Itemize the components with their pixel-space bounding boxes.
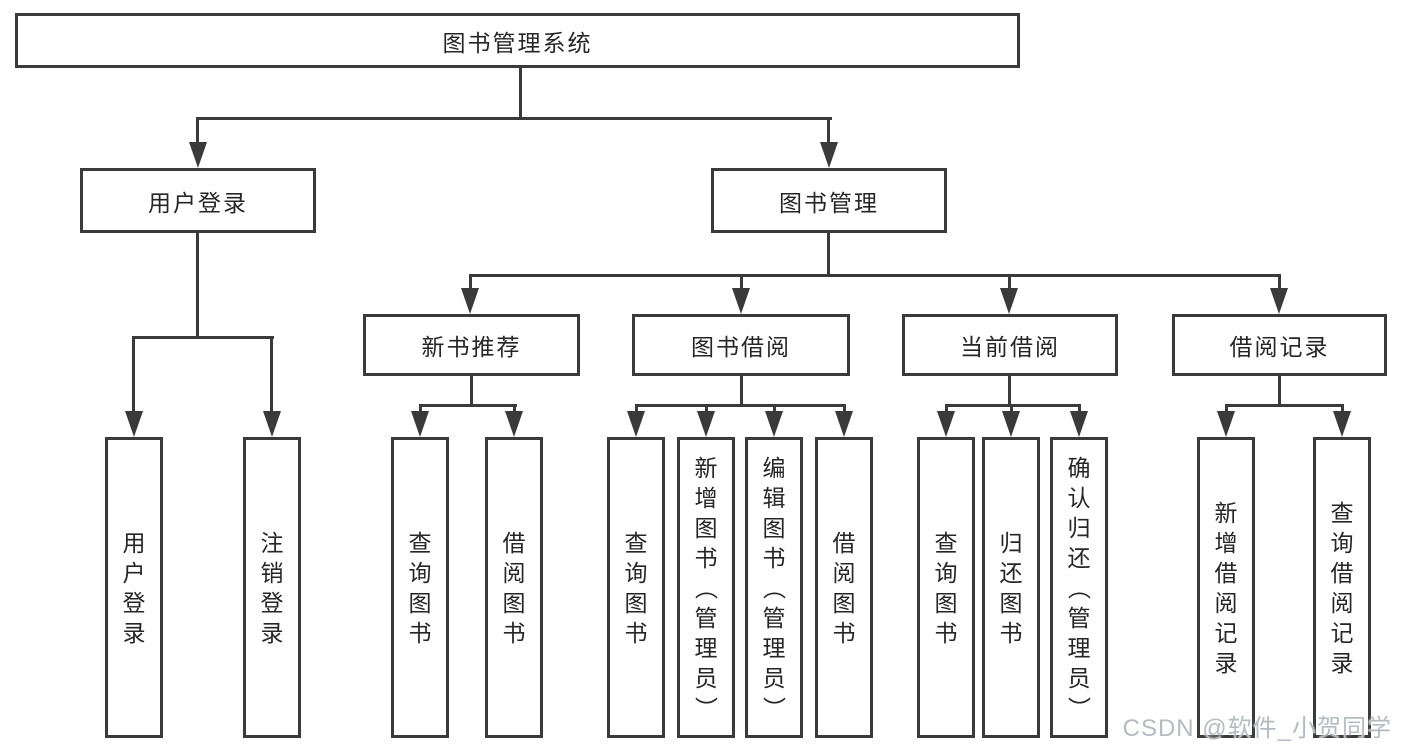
connector-borrow-rail <box>635 404 846 407</box>
connector-records-stem <box>1278 376 1281 406</box>
connector-newrec-rail <box>419 404 517 407</box>
connector-drop <box>1078 404 1081 413</box>
arrowhead-leaf <box>1333 411 1351 437</box>
connector-drop-leaf-user-login <box>132 336 135 413</box>
arrowhead-borrow-records <box>1270 288 1288 314</box>
node-library-management-system: 图书管理系统 <box>15 13 1020 68</box>
csdn-watermark: CSDN @软件_小贺同学 <box>1122 715 1392 742</box>
connector-book-mgmt-rail <box>469 274 1281 277</box>
connector-root-stem <box>519 66 522 119</box>
connector-drop-user-login <box>196 117 199 144</box>
connector-drop-book-management <box>827 117 830 144</box>
connector-current-stem <box>1008 376 1011 406</box>
connector-drop-leaf-logout <box>270 336 273 413</box>
leaf-query-borrow-record: 查询借阅记录 <box>1313 437 1371 738</box>
arrowhead-book-management <box>820 142 838 168</box>
connector-drop-book-borrow <box>740 274 743 290</box>
connector-borrow-stem <box>740 376 743 406</box>
arrowhead-leaf <box>1070 411 1088 437</box>
leaf-user-login: 用户登录 <box>105 437 163 738</box>
arrowhead-new-book <box>461 288 479 314</box>
arrowhead-book-borrow <box>732 288 750 314</box>
connector-drop <box>419 404 422 413</box>
leaf-query-books-borrow: 查询图书 <box>607 437 665 738</box>
arrowhead-leaf <box>411 411 429 437</box>
leaf-borrow-books-recommend: 借阅图书 <box>485 437 543 738</box>
connector-drop <box>1341 404 1344 413</box>
node-new-book-recommendation: 新书推荐 <box>363 314 580 376</box>
connector-newrec-stem <box>470 376 473 406</box>
connector-drop <box>705 404 708 413</box>
leaf-add-borrow-record: 新增借阅记录 <box>1197 437 1255 738</box>
arrowhead-leaf <box>937 411 955 437</box>
connector-drop-current-borrow <box>1008 274 1011 290</box>
connector-user-login-stem <box>196 233 199 338</box>
connector-drop-new-book <box>469 274 472 290</box>
arrowhead-leaf <box>697 411 715 437</box>
connector-drop <box>513 404 516 413</box>
connector-drop <box>1010 404 1013 413</box>
connector-drop <box>773 404 776 413</box>
connector-root-rail <box>196 117 832 120</box>
connector-drop <box>843 404 846 413</box>
leaf-query-books-current: 查询图书 <box>917 437 975 738</box>
leaf-return-books: 归还图书 <box>982 437 1040 738</box>
node-book-borrowing: 图书借阅 <box>632 314 850 376</box>
arrowhead-current-borrow <box>1000 288 1018 314</box>
connector-drop-borrow-records <box>1278 274 1281 290</box>
connector-drop <box>1225 404 1228 413</box>
node-current-borrowing: 当前借阅 <box>902 314 1118 376</box>
leaf-query-books-recommend: 查询图书 <box>391 437 449 738</box>
arrowhead-leaf <box>1002 411 1020 437</box>
arrowhead-leaf <box>505 411 523 437</box>
arrowhead-leaf-logout <box>263 411 281 437</box>
connector-user-login-rail <box>132 336 274 339</box>
arrowhead-user-login <box>189 142 207 168</box>
node-user-login: 用户登录 <box>80 168 316 233</box>
arrowhead-leaf-user-login <box>125 411 143 437</box>
arrowhead-leaf <box>627 411 645 437</box>
connector-drop <box>945 404 948 413</box>
leaf-logout: 注销登录 <box>243 437 301 738</box>
leaf-add-book-admin: 新增图书（管理员） <box>677 437 735 738</box>
leaf-borrow-books: 借阅图书 <box>815 437 873 738</box>
connector-current-rail <box>945 404 1081 407</box>
arrowhead-leaf <box>1217 411 1235 437</box>
connector-drop <box>635 404 638 413</box>
connector-records-rail <box>1225 404 1344 407</box>
connector-book-mgmt-stem <box>827 233 830 277</box>
arrowhead-leaf <box>765 411 783 437</box>
arrowhead-leaf <box>835 411 853 437</box>
node-borrowing-records: 借阅记录 <box>1172 314 1387 376</box>
node-book-management: 图书管理 <box>711 168 947 233</box>
leaf-confirm-return-admin: 确认归还（管理员） <box>1050 437 1108 738</box>
leaf-edit-book-admin: 编辑图书（管理员） <box>745 437 803 738</box>
